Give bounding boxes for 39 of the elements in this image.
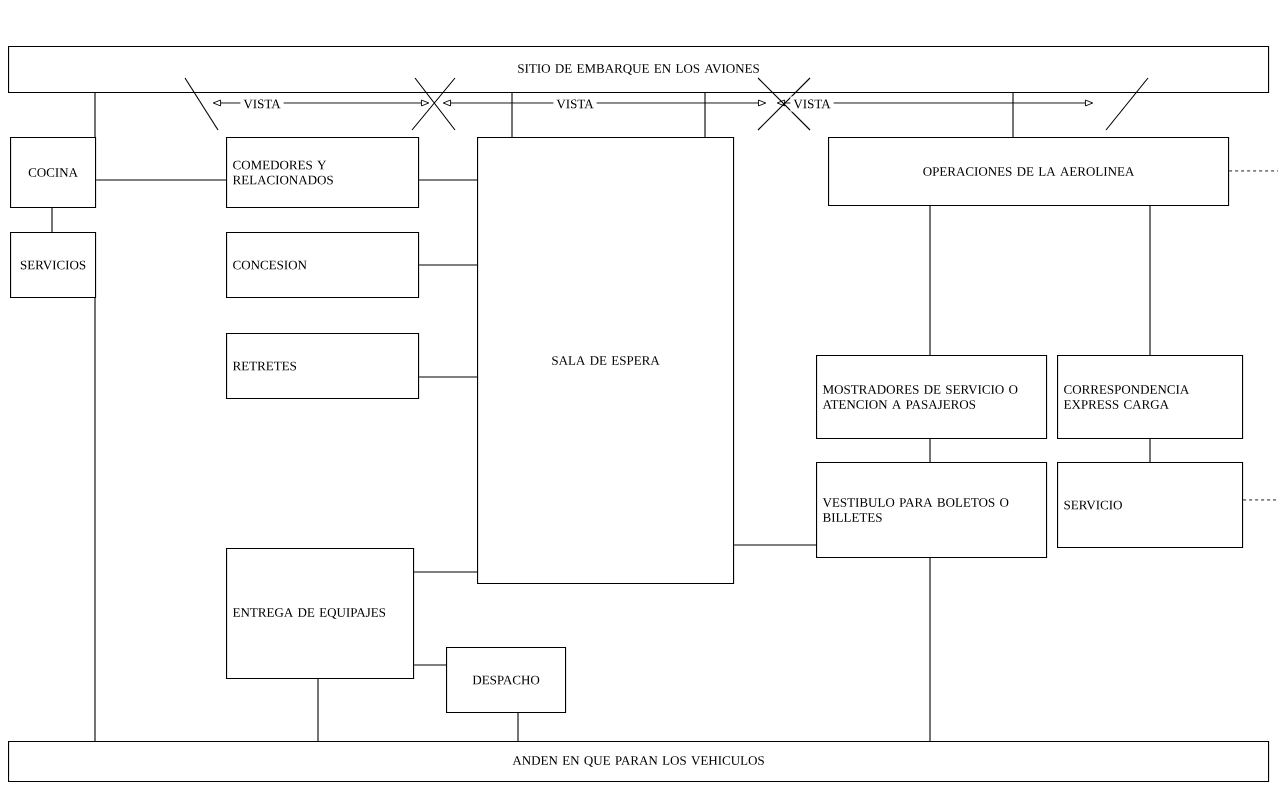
process-box: RETRETES xyxy=(226,333,420,400)
connector-line xyxy=(413,664,447,666)
connector-line xyxy=(517,712,519,742)
connector-line xyxy=(1012,92,1014,138)
connector-line xyxy=(511,92,513,138)
view-label: VISTA xyxy=(240,96,284,112)
connector-line xyxy=(418,376,478,378)
process-box: MOSTRADORES DE SERVICIO O ATENCION A PASAJEROS xyxy=(816,355,1048,440)
connector-line xyxy=(94,297,96,742)
connector-line xyxy=(704,92,706,138)
platform-band: ANDEN EN QUE PARAN LOS VEHICULOS xyxy=(8,741,1270,783)
connector-line xyxy=(94,92,96,138)
connector-line xyxy=(413,571,478,573)
process-box: OPERACIONES DE LA AEROLINEA xyxy=(828,137,1230,207)
process-box: SERVICIOS xyxy=(10,232,97,299)
process-box: VESTIBULO PARA BOLETOS O BILLETES xyxy=(816,462,1048,559)
process-box: SERVICIO xyxy=(1057,462,1244,549)
process-box: SALA DE ESPERA xyxy=(477,137,735,585)
connector-line xyxy=(929,438,931,463)
connector-line xyxy=(418,179,478,181)
platform-band: SITIO DE EMBARQUE EN LOS AVIONES xyxy=(8,46,1270,94)
connector-line xyxy=(733,544,817,546)
process-box: DESPACHO xyxy=(446,647,567,714)
connector-line xyxy=(317,678,319,742)
process-box: CONCESION xyxy=(226,232,420,299)
process-box: COCINA xyxy=(10,137,97,209)
process-box: ENTREGA DE EQUIPAJES xyxy=(226,548,415,680)
connector-line xyxy=(929,557,931,742)
view-label: VISTA xyxy=(790,96,834,112)
connector-line xyxy=(95,179,227,181)
connector-line xyxy=(1149,205,1151,356)
connector-line xyxy=(51,207,53,233)
connector-line xyxy=(1242,499,1278,501)
process-box: COMEDORES Y RELACIONADOS xyxy=(226,137,420,209)
connector-line xyxy=(929,205,931,356)
connector-line xyxy=(1149,438,1151,463)
connector-line xyxy=(418,264,478,266)
process-box: CORRESPONDENCIA EXPRESS CARGA xyxy=(1057,355,1244,440)
view-label: VISTA xyxy=(553,96,597,112)
